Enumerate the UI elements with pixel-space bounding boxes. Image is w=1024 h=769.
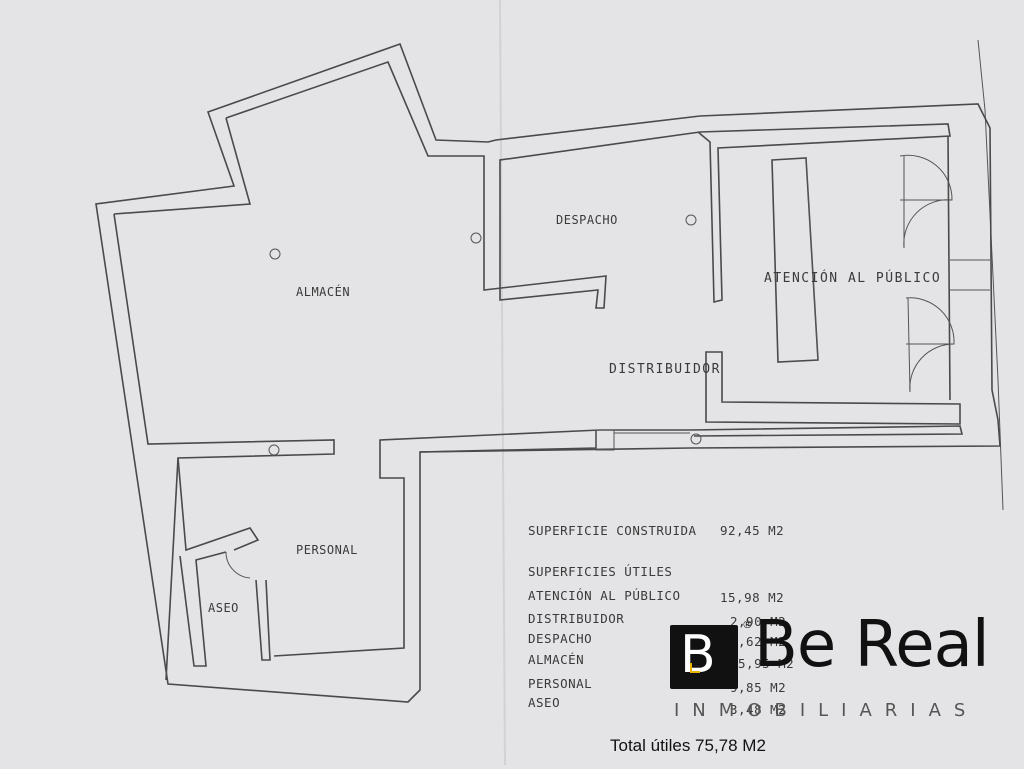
paper-fold <box>499 0 506 766</box>
room-label-despacho: DESPACHO <box>556 213 618 227</box>
brand-name: Be Real <box>754 608 990 682</box>
outer-walls <box>95 42 1001 703</box>
surface-row-value: 2,90 M2 <box>730 614 786 629</box>
logo-accent-mark <box>690 663 700 673</box>
brand-tagline: INMOBILIARIAS <box>674 700 979 721</box>
room-label-distribuidor: DISTRIBUIDOR <box>609 362 721 377</box>
columns <box>268 214 702 456</box>
surface-row-label: PERSONAL <box>528 676 592 691</box>
brand-logo: B ® Be Real INMOBILIARIAS <box>670 608 1020 722</box>
surface-row-value: 3,48 M2 <box>730 702 786 717</box>
be-real-logo-icon: B <box>670 625 738 689</box>
room-label-atencion: ATENCIÓN AL PÚBLICO <box>764 270 941 286</box>
logo-letter: B <box>680 625 716 685</box>
counter <box>771 157 819 363</box>
room-label-aseo: ASEO <box>208 601 239 615</box>
surface-row-label: DESPACHO <box>528 631 592 646</box>
room-label-personal: PERSONAL <box>296 543 358 557</box>
surface-row-value: 9,85 M2 <box>730 680 786 695</box>
surface-useful-heading: SUPERFICIES ÚTILES <box>528 564 672 579</box>
surface-table: SUPERFICIE CONSTRUIDA 92,45 M2 SUPERFICI… <box>528 523 794 717</box>
surface-row-label: ATENCIÓN AL PÚBLICO <box>528 588 681 603</box>
surface-built-label: SUPERFICIE CONSTRUIDA <box>528 523 697 538</box>
surface-row-label: ASEO <box>528 695 560 710</box>
surface-row-label: DISTRIBUIDOR <box>528 611 624 626</box>
surface-row-value: 7,62 M2 <box>730 634 786 649</box>
surface-built-value: 92,45 M2 <box>720 523 784 538</box>
surface-row-value: 35,95 M2 <box>730 656 794 671</box>
total-useful-area: Total útiles 75,78 M2 <box>610 736 766 755</box>
room-label-almacen: ALMACÉN <box>296 284 350 299</box>
registered-mark: ® <box>742 618 753 631</box>
surface-row-value: 15,98 M2 <box>720 590 784 605</box>
surface-row-label: ALMACÉN <box>528 652 584 667</box>
doors <box>225 154 990 579</box>
